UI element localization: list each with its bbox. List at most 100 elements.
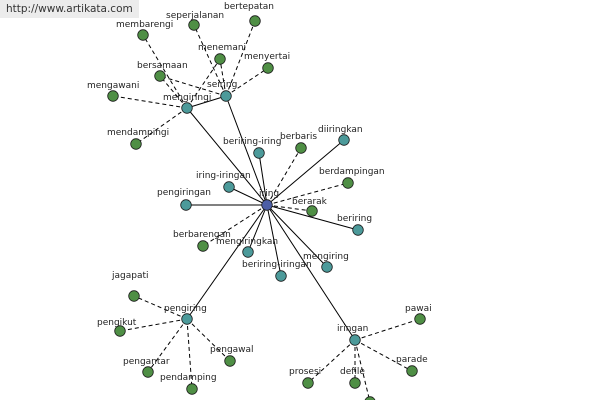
edge-iring-berarak [266,204,313,212]
edge-mengiringi-mengawani [112,95,188,109]
node-pengikut[interactable] [114,325,126,337]
edge-mengiringi-membarengi [142,34,188,109]
edge-iring-beriring-iringan [266,204,282,277]
edge-iring-pengiring [186,204,268,320]
node-menemani[interactable] [214,53,226,65]
edge-iring-diiringkan [266,139,345,206]
edge-pengiring-jagapati [133,295,188,320]
node-pendamping[interactable] [186,383,198,395]
node-label-pengiring: pengiring [164,304,207,314]
node-membarengi[interactable] [137,29,149,41]
node-label-bersamaan: bersamaan [137,61,188,71]
edge-seiring-menemani [219,58,227,97]
node-label-jagapati: jagapati [111,271,149,281]
node-label-prosesi: prosesi [289,367,321,377]
node-offscreen-leaf[interactable] [364,396,376,400]
node-pengiring[interactable] [181,313,193,325]
node-label-berbaris: berbaris [280,132,317,142]
edge-mengiringi-menemani [186,58,221,109]
node-label-berbarengan: berbarengan [173,230,231,240]
edge-iring-seiring [225,95,268,206]
label-layer: iringmengiringiseiringberiring-iringirin… [87,2,432,383]
node-label-mengiring: mengiring [303,252,349,262]
node-mengawani[interactable] [107,90,119,102]
node-prosesi[interactable] [302,377,314,389]
node-label-pengikut: pengikut [97,318,137,328]
node-label-pengantar: pengantar [123,357,170,367]
node-label-seperjalanan: seperjalanan [166,11,224,21]
node-menyertai[interactable] [262,62,274,74]
edge-pengiring-pengawal [186,318,231,362]
node-label-beriring-iringan: beriring-iringan [242,260,312,270]
node-berdampingan[interactable] [342,177,354,189]
node-pengiringan[interactable] [180,199,192,211]
node-label-pengawal: pengawal [210,345,254,355]
edge-iring-iringan [266,204,356,341]
node-label-iring-iringan: iring-iringan [196,171,251,181]
node-mengiringkan[interactable] [242,246,254,258]
source-url[interactable]: http://www.artikata.com [0,0,139,18]
node-label-mengiringi: mengiringi [163,93,211,103]
node-parade[interactable] [406,365,418,377]
node-label-defile: defile [340,367,365,377]
node-label-mengiringkan: mengiringkan [216,237,278,247]
node-defile[interactable] [349,377,361,389]
node-bersamaan[interactable] [154,70,166,82]
node-beriring-iringan[interactable] [275,270,287,282]
edge-pengiring-pengikut [119,318,188,332]
edge-pengiring-pendamping [186,318,193,390]
node-beriring[interactable] [352,224,364,236]
edge-iring-mengiringkan [247,204,268,253]
node-label-mendampingi: mendampingi [107,128,169,138]
node-label-berdampingan: berdampingan [319,167,385,177]
edge-iring-berbarengan [202,204,268,247]
node-iringan[interactable] [349,334,361,346]
node-diiringkan[interactable] [338,134,350,146]
node-seperjalanan[interactable] [188,19,200,31]
node-layer [107,15,426,400]
node-label-beriring: beriring [337,214,372,224]
node-label-menyertai: menyertai [244,52,290,62]
node-label-pengiringan: pengiringan [157,188,211,198]
edge-mengiringi-bersamaan [159,75,188,109]
edge-seiring-menyertai [225,67,269,97]
node-berarak[interactable] [306,205,318,217]
node-label-iring: iring [259,189,279,199]
node-label-beriring-iring: beriring-iring [223,137,281,147]
node-label-menemani: menemani [198,43,246,53]
node-mendampingi[interactable] [130,138,142,150]
node-iring[interactable] [261,199,273,211]
node-label-pawai: pawai [405,304,432,314]
node-mengiringi[interactable] [181,102,193,114]
node-pawai[interactable] [414,313,426,325]
node-pengawal[interactable] [224,355,236,367]
node-jagapati[interactable] [128,290,140,302]
edge-pengiring-pengantar [147,318,188,373]
node-label-bertepatan: bertepatan [224,2,274,12]
edge-iring-beriring [266,204,359,231]
node-label-membarengi: membarengi [116,20,173,30]
node-berbaris[interactable] [295,142,307,154]
edge-iringan-offscreen-leaf [354,339,371,400]
edge-seiring-seperjalanan [193,24,227,97]
node-seiring[interactable] [220,90,232,102]
node-pengantar[interactable] [142,366,154,378]
node-iring-iringan[interactable] [223,181,235,193]
edge-iringan-parade [354,339,413,372]
node-mengiring[interactable] [321,261,333,273]
edge-iring-mengiring [266,204,328,268]
node-label-iringan: iringan [337,324,368,334]
node-beriring-iring[interactable] [253,147,265,159]
edge-iring-mengiringi [186,107,268,206]
node-bertepatan[interactable] [249,15,261,27]
edge-iring-iring-iringan [228,186,268,206]
node-label-mengawani: mengawani [87,81,139,91]
node-berbarengan[interactable] [197,240,209,252]
edge-seiring-bersamaan [159,75,227,97]
edge-iringan-pawai [354,318,421,341]
node-label-berarak: berarak [292,197,328,207]
node-label-pendamping: pendamping [160,373,217,383]
edge-mengiringi-mendampingi [135,107,188,145]
edge-seiring-mengiringi [186,95,227,109]
